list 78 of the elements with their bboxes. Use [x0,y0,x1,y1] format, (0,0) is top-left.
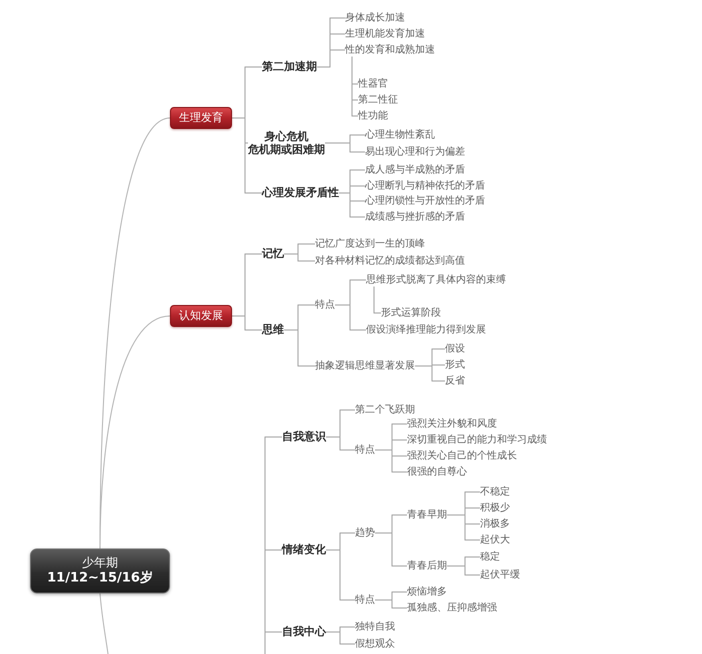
subtopic-text: 稳定 [480,550,500,564]
subtopic-text: 假想观众 [355,638,395,650]
subtopic-text: 不稳定 [480,486,510,498]
topic-title: 少年期 [82,554,118,570]
subtopic-text: 特点 [355,444,375,456]
subtopic-text: 成绩感与挫折感的矛盾 [365,210,465,224]
subtopic-text: 消极多 [480,518,510,530]
connector-line [446,514,480,540]
subtopic-text: 思维形式脱离了具体内容的束缚 [366,274,506,286]
connector-line [374,286,382,314]
subtopic-text: 抽象逻辑思维显著发展 [315,360,415,372]
subtopic-text: 强烈关注外貌和风度 [407,418,497,430]
topic-text: 思维 [262,323,284,337]
connector-line [100,316,170,549]
connector-line [326,436,356,450]
subtopic-text: 反省 [445,374,465,388]
subtopic-text: 起伏平缓 [480,568,520,582]
connector-line [326,632,356,644]
subtopic-text: 青春后期 [407,560,447,572]
connector-line [338,192,366,218]
subtopic-text: 强烈关心自己的个性成长 [407,450,517,462]
subtopic-text: 特点 [315,298,335,312]
subtopic-text: 心理生物性紊乱 [365,128,435,142]
connector-line [352,56,358,116]
topic-text: 第二加速期 [262,60,317,74]
subtopic-text: 身体成长加速 [345,12,405,24]
subtopic-text: 心理断乳与精神依托的矛盾 [365,180,485,192]
subtopic-text: 孤独感、压抑感增强 [407,602,497,614]
topic-text: 自我意识 [282,430,326,444]
subtopic-text: 趋势 [355,526,375,540]
age-range-text: 11/12~15/16岁 [47,570,153,586]
connector-line [446,566,480,576]
subtopic-text: 积极少 [480,502,510,514]
subtopic-text: 形式运算阶段 [381,306,441,320]
subtopic-text: 起伏大 [480,534,510,546]
subtopic-text: 假设演绎推理能力得到发展 [366,324,486,336]
subtopic-text: 成人感与半成熟的矛盾 [365,164,465,176]
connector-line [374,600,408,608]
subtopic-text: 特点 [355,594,375,606]
subtopic-text: 易出现心理和行为偏差 [365,146,465,158]
connector-line [414,366,446,382]
topic-text: 记忆 [262,247,284,261]
subtopic-text: 形式 [445,358,465,372]
topic-text: 情绪变化 [282,543,326,557]
connector-line [100,593,108,654]
subtopic-text: 生理机能发育加速 [345,28,425,40]
connector-line [374,450,408,472]
subtopic-text: 很强的自尊心 [407,466,467,478]
connector-line [374,532,408,566]
root-topic-box [30,548,170,594]
topic-text: 危机期或困难期 [248,143,325,156]
subtopic-text: 烦恼增多 [407,586,447,598]
subtopic-text: 心理闭锁性与开放性的矛盾 [365,194,485,208]
connector-line [232,316,262,330]
connector-line [284,254,316,262]
subtopic-text: 记忆广度达到一生的顶峰 [315,238,425,250]
subtopic-text: 假设 [445,342,465,356]
connector-line [284,330,316,366]
topic-text: 身心危机 [264,130,308,143]
subtopic-text: 青春早期 [407,508,447,522]
category-tag: 认知发展 [170,305,232,327]
connector-line [316,50,346,68]
subtopic-text: 独特自我 [355,620,395,634]
connector-line [324,142,366,152]
topic-text: 心理发展矛盾性 [262,186,339,200]
connector-line [326,550,356,600]
connector-line [232,118,262,194]
subtopic-text: 性器官 [358,78,388,90]
subtopic-text: 性的发育和成熟加速 [345,44,435,56]
subtopic-text: 深切重视自己的能力和学习成绩 [407,434,547,446]
category-tag: 生理发育 [170,107,232,129]
subtopic-text: 性功能 [358,110,388,122]
subtopic-text: 第二性征 [358,94,398,106]
topic-text: 自我中心 [282,625,326,639]
subtopic-text: 第二个飞跃期 [355,404,415,416]
connector-line [264,632,282,654]
subtopic-text: 对各种材料记忆的成绩都达到高值 [315,254,465,268]
connector-line [334,304,366,330]
